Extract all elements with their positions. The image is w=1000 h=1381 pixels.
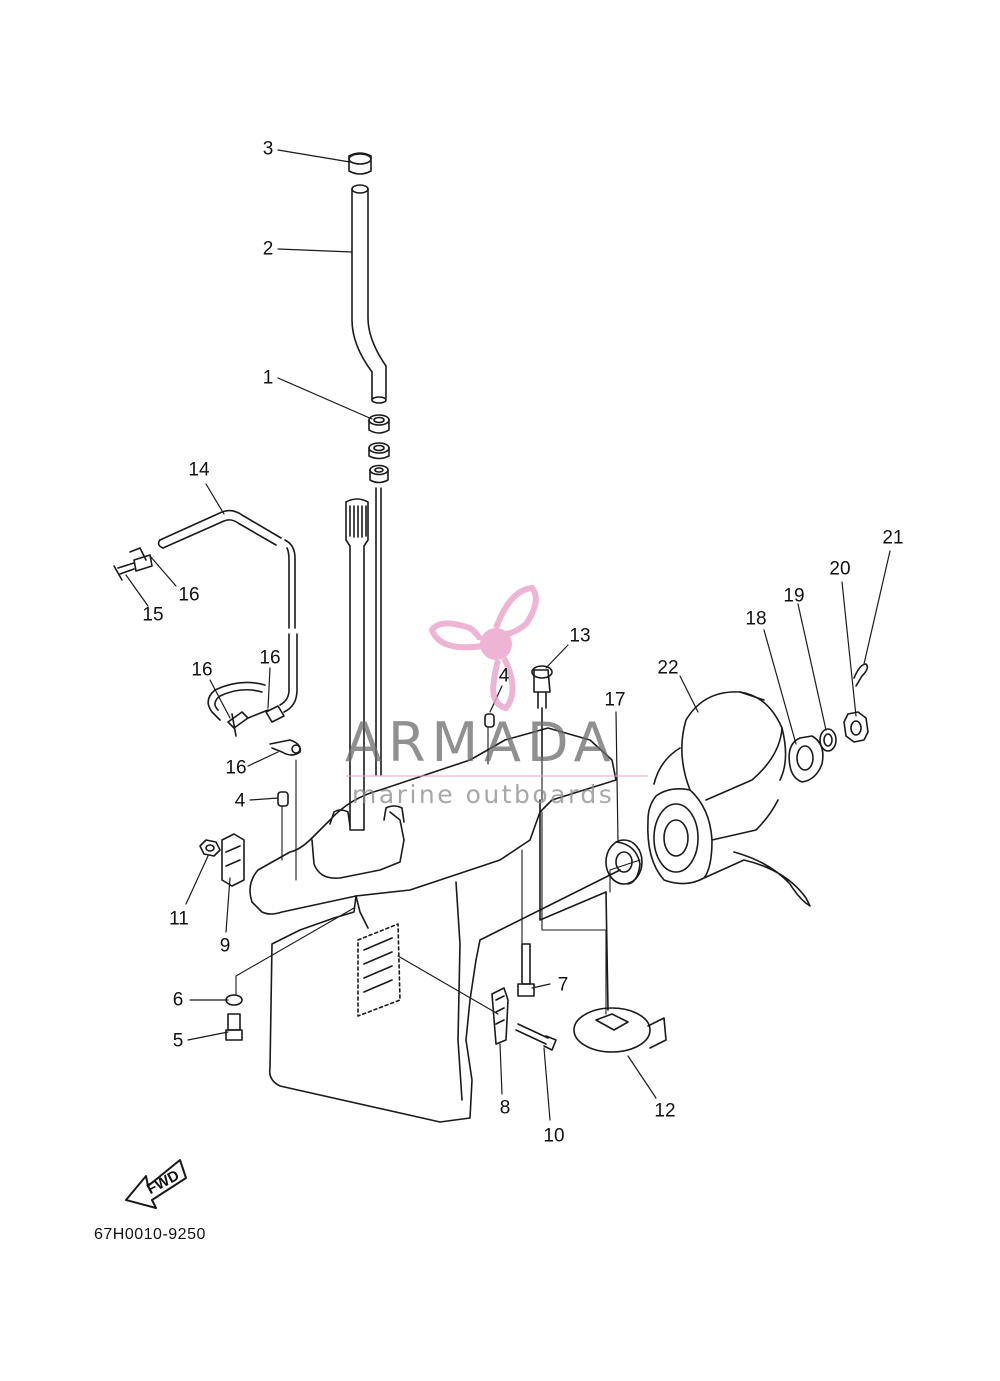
propeller-nut-parts (788, 663, 869, 783)
callout-14: 14 (188, 459, 210, 481)
callout-9: 9 (219, 935, 231, 957)
callout-20: 20 (829, 558, 851, 580)
callout-7: 7 (557, 974, 569, 996)
callout-17: 17 (604, 689, 626, 711)
callout-16a: 16 (178, 584, 200, 606)
bolt-5 (225, 1013, 243, 1041)
assembly-guides (235, 726, 641, 1015)
callout-18: 18 (745, 608, 767, 630)
tube-14 (157, 509, 298, 721)
callout-5: 5 (172, 1030, 184, 1052)
callout-3: 3 (262, 138, 274, 160)
watermark-logo (346, 584, 648, 777)
callout-4a: 4 (498, 665, 510, 687)
callout-10: 10 (543, 1125, 565, 1147)
leader-lines (125, 149, 891, 1121)
callout-16c: 16 (259, 647, 281, 669)
propeller-22 (647, 691, 811, 907)
callout-19: 19 (783, 585, 805, 607)
bolt-10 (515, 1023, 557, 1051)
bolt-7 (517, 943, 535, 997)
drive-shaft (345, 487, 382, 831)
callout-1: 1 (262, 367, 274, 389)
watermark-title: ARMADA (345, 711, 617, 774)
trim-tab-8 (491, 987, 509, 1045)
diagram-part-code: 67H0010-9250 (94, 1226, 206, 1243)
bolt-13 (531, 665, 553, 761)
callout-4b: 4 (234, 790, 246, 812)
lower-unit-casing (249, 727, 621, 1123)
fwd-arrow (125, 1159, 187, 1209)
callout-8: 8 (499, 1097, 511, 1119)
hose-fittings (113, 547, 302, 756)
watermark-subtitle: marine outboards (352, 780, 615, 809)
water-tube-assembly (348, 152, 390, 484)
dowel-pins (277, 713, 495, 807)
callout-16b: 16 (191, 659, 213, 681)
nut-11 (199, 839, 221, 857)
callout-21: 21 (882, 527, 904, 549)
callout-12: 12 (654, 1100, 676, 1122)
callout-16d: 16 (225, 757, 247, 779)
callout-15: 15 (142, 604, 164, 626)
spacer-17 (605, 839, 643, 885)
bracket-9 (221, 833, 245, 887)
callout-13: 13 (569, 625, 591, 647)
callout-11: 11 (169, 908, 189, 930)
callout-6: 6 (172, 989, 184, 1011)
anode-12 (573, 1007, 667, 1053)
callout-2: 2 (262, 238, 274, 260)
callout-22: 22 (657, 657, 679, 679)
